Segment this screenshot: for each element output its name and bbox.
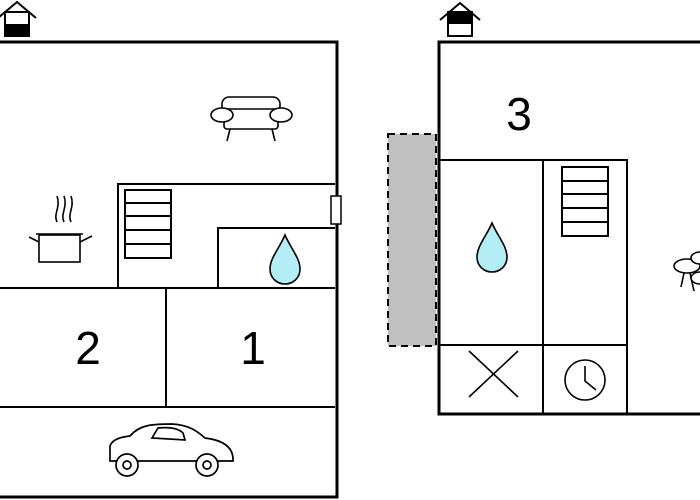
outer-wall-right (437, 40, 700, 416)
interior-walls-left (0, 183, 335, 408)
clock-icon (564, 359, 606, 401)
water-drop-icon (269, 232, 301, 285)
sauna-icon (468, 350, 519, 398)
door-marker (330, 195, 342, 225)
house-floor-icon (0, 0, 37, 37)
room-label-2: 2 (75, 322, 101, 374)
floor-plan-left: 2 1 (0, 0, 342, 499)
car-icon (109, 423, 234, 477)
cooking-pot-icon (28, 195, 93, 263)
interior-walls-right (440, 159, 628, 413)
floor-plan-right: 3 (387, 1, 700, 416)
sofa-icon (210, 96, 293, 142)
room-label-3: 3 (506, 88, 532, 140)
room-label-1: 1 (240, 322, 266, 374)
stairs-icon (561, 166, 609, 237)
house-floor-icon (439, 1, 481, 37)
garden-furniture-icon (673, 251, 700, 292)
outer-wall-left (0, 40, 339, 499)
terrace-area (387, 133, 437, 347)
stairs-icon (124, 189, 172, 259)
water-drop-icon (476, 220, 508, 273)
